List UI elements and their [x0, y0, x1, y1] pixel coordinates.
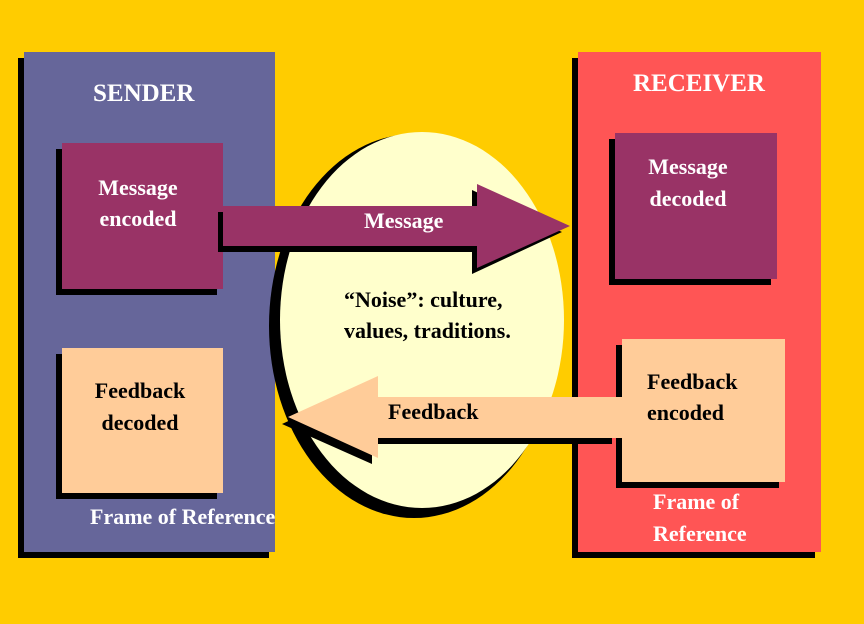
- message-decoded-label-line2: decoded: [649, 186, 727, 211]
- message-decoded-label-line1: Message: [648, 154, 728, 179]
- receiver-frame-of-reference-line2: Reference: [653, 521, 747, 546]
- feedback-decoded-label-line1: Feedback: [94, 378, 186, 403]
- feedback-encoded-label-line1: Feedback: [647, 369, 738, 394]
- feedback-decoded-box: [62, 348, 223, 493]
- feedback-arrow-label: Feedback: [388, 399, 479, 424]
- message-encoded-label-line1: Message: [98, 175, 178, 200]
- message-arrow: [223, 184, 570, 268]
- noise-label-line1: “Noise”: culture,: [344, 287, 503, 312]
- sender-frame-of-reference: Frame of Reference: [90, 504, 276, 529]
- feedback-encoded-label-line2: encoded: [647, 400, 724, 425]
- receiver-title: RECEIVER: [633, 70, 765, 97]
- noise-label-line2: values, traditions.: [344, 318, 511, 343]
- receiver-frame-of-reference-line1: Frame of: [653, 489, 740, 514]
- feedback-decoded-label-line2: decoded: [101, 410, 179, 435]
- feedback-arrow: [288, 376, 622, 458]
- message-arrow-label: Message: [364, 208, 444, 233]
- sender-title: SENDER: [93, 80, 195, 107]
- message-encoded-label-line2: encoded: [99, 206, 177, 231]
- feedback-encoded-box: [622, 339, 785, 482]
- message-decoded-box: [615, 133, 777, 279]
- message-encoded-box: [62, 143, 223, 289]
